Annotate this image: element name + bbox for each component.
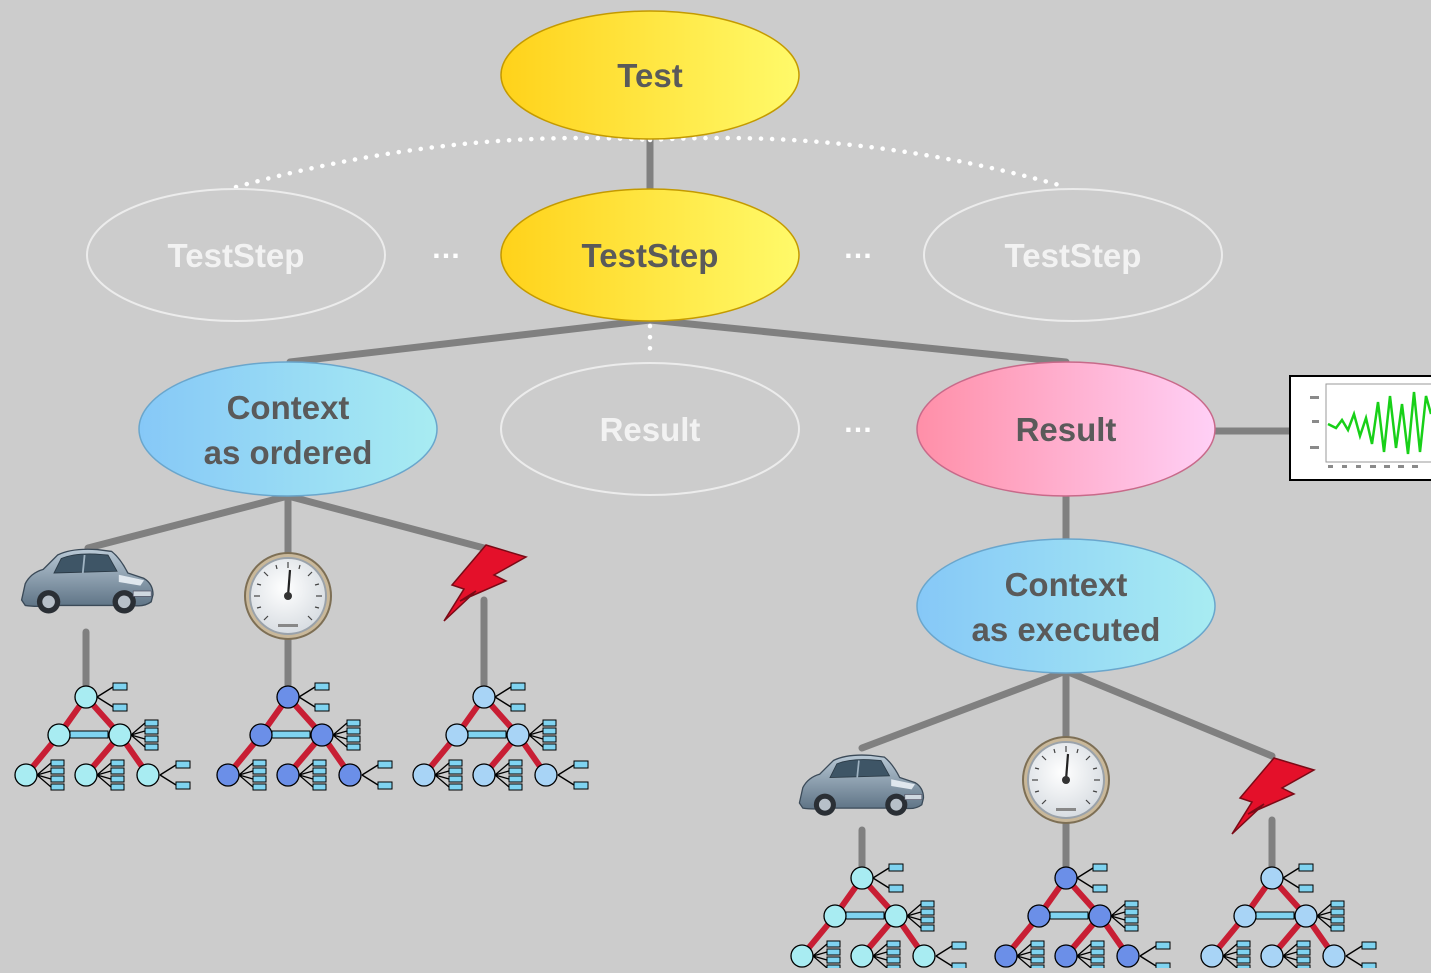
tree-icon: [15, 683, 190, 790]
node-test: Test: [500, 10, 800, 140]
node-context-executed: Context as executed: [916, 538, 1216, 674]
gauge-icon: [1021, 735, 1111, 825]
node-teststep-center-label: TestStep: [582, 237, 719, 274]
node-result-ghost-label: Result: [600, 411, 701, 448]
node-teststep-center: TestStep: [500, 188, 800, 322]
context-ordered-line1: Context: [227, 389, 350, 426]
node-result: Result: [916, 361, 1216, 497]
node-teststep-right-label: TestStep: [1005, 237, 1142, 274]
tree-icon: [995, 864, 1170, 968]
tree-icon: [217, 683, 392, 790]
context-executed-line1: Context: [1005, 566, 1128, 603]
node-result-label: Result: [1016, 411, 1117, 448]
node-teststep-left-label: TestStep: [168, 237, 305, 274]
ellipsis-steps-left: …: [431, 232, 461, 265]
node-teststep-left: TestStep: [86, 188, 386, 322]
car-icon: [798, 754, 925, 817]
ellipsis-steps-right: …: [843, 232, 873, 265]
tree-icon: [1201, 864, 1376, 968]
node-result-ghost: Result: [500, 362, 800, 496]
car-icon: [20, 548, 154, 615]
node-teststep-right: TestStep: [923, 188, 1223, 322]
context-executed-line2: as executed: [972, 611, 1161, 648]
gauge-icon: [243, 551, 333, 641]
context-ordered-line2: as ordered: [204, 434, 373, 471]
node-context-ordered: Context as ordered: [138, 361, 438, 497]
connectors: [82, 128, 1294, 872]
waveform-chart-icon: [1289, 375, 1431, 481]
dotted-connectors: [233, 135, 1069, 359]
node-test-label: Test: [617, 57, 682, 94]
ellipsis-results: …: [843, 406, 873, 439]
tree-icon: [413, 683, 588, 790]
tree-icon: [791, 864, 966, 968]
